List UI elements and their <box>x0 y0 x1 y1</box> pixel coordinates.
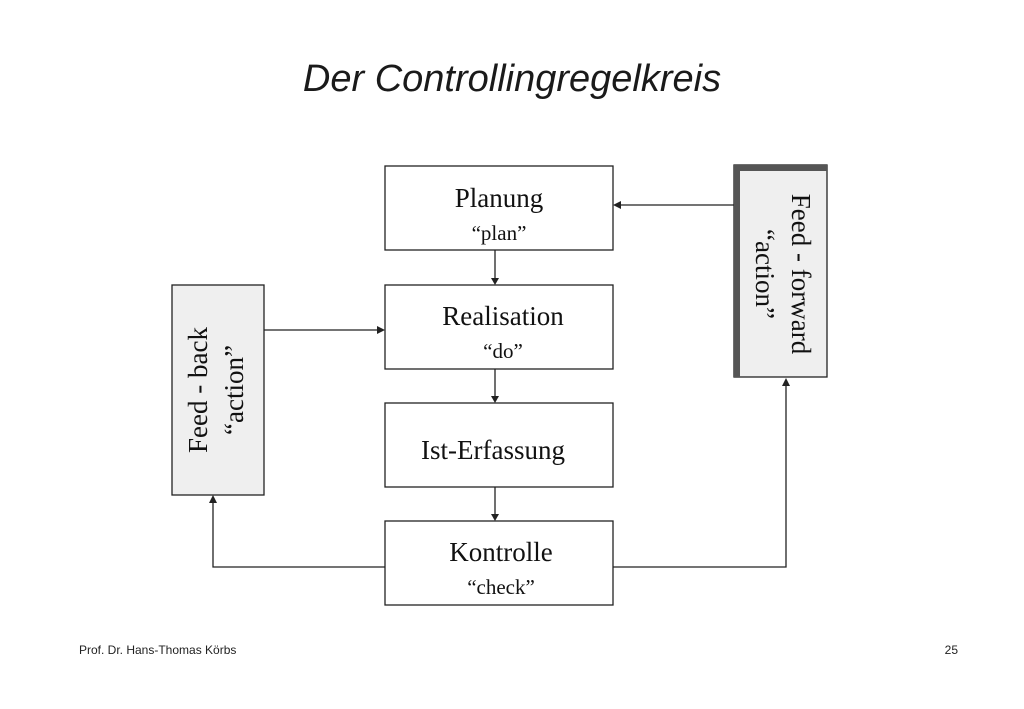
box-planung <box>384 165 614 251</box>
kontrolle-label: Kontrolle <box>449 537 552 567</box>
box-kontrolle <box>384 520 614 606</box>
feed-forward-sub: “action” <box>750 229 780 319</box>
box-ist-erfassung <box>384 402 614 488</box>
realisation-sub: “do” <box>483 339 523 363</box>
arrow-feed-back-to-realisation <box>264 326 385 334</box>
footer-page-number: 25 <box>944 643 958 657</box>
planung-sub: “plan” <box>472 221 527 245</box>
feed-back-sub: “action” <box>219 345 249 435</box>
arrow-kontrolle-to-feed-back <box>209 495 385 568</box>
kontrolle-sub: “check” <box>467 575 535 599</box>
arrow-planung-to-realisation <box>491 250 499 285</box>
arrow-kontrolle-to-feed-forward <box>613 378 790 568</box>
arrow-realisation-to-ist <box>491 369 499 403</box>
planung-label: Planung <box>455 183 544 213</box>
box-realisation <box>384 284 614 370</box>
page-title: Der Controllingregelkreis <box>302 58 722 100</box>
footer-author: Prof. Dr. Hans-Thomas Körbs <box>79 643 237 657</box>
box-feed-back <box>171 284 265 496</box>
feed-back-label: Feed - back <box>183 327 213 453</box>
arrow-feed-forward-to-planung <box>613 201 734 209</box>
arrow-ist-to-kontrolle <box>491 487 499 521</box>
ist-erfassung-label: Ist-Erfassung <box>421 435 565 465</box>
feed-forward-label: Feed - forward <box>786 194 816 355</box>
realisation-label: Realisation <box>442 301 564 331</box>
box-feed-forward <box>733 164 828 378</box>
